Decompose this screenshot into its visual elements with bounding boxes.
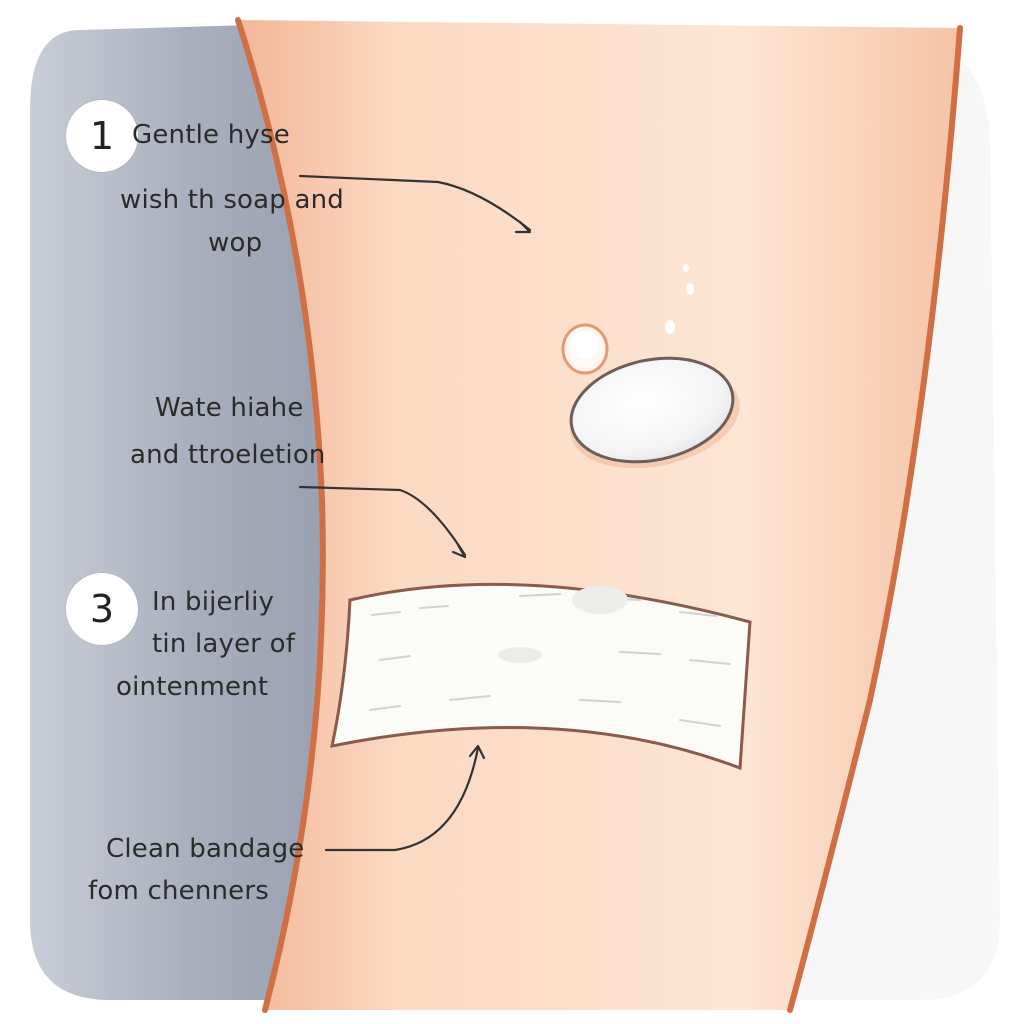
arrow-step-2 [298, 485, 467, 557]
step-1-line-1: Gentle hyse [132, 120, 290, 150]
step-2-line-1: Wate hiahe [155, 393, 304, 423]
step-4-line-2: fom chenners [88, 876, 270, 906]
skin-area [238, 20, 960, 1010]
arrow-step-4 [324, 746, 480, 852]
arrow-head-1 [514, 220, 532, 234]
arrow-head-2 [451, 543, 467, 559]
water-drop-icon [561, 264, 694, 375]
step-1-line-2: wish th soap and [120, 185, 344, 215]
soap-bar-icon [569, 356, 740, 469]
skin-edge-left [235, 17, 326, 1013]
step-2-line-2: and ttroeletion [130, 440, 326, 470]
step-3-line-3: ointenment [116, 672, 269, 702]
pointer-arrows [298, 174, 532, 852]
skin-edge-right [787, 25, 963, 1013]
step-1-badge: 1 [66, 100, 138, 172]
step-1-line-3: wop [208, 228, 263, 258]
step-3-line-2: tin layer of [152, 629, 296, 659]
arrow-head-4 [468, 744, 486, 760]
step-3-badge: 3 [66, 573, 138, 645]
step-3-line-1: In bijerliy [152, 587, 275, 617]
left-panel [30, 25, 322, 1000]
bandage-icon [330, 582, 752, 771]
arrow-step-1 [298, 174, 532, 232]
step-4-line-1: Clean bandage [106, 834, 305, 864]
